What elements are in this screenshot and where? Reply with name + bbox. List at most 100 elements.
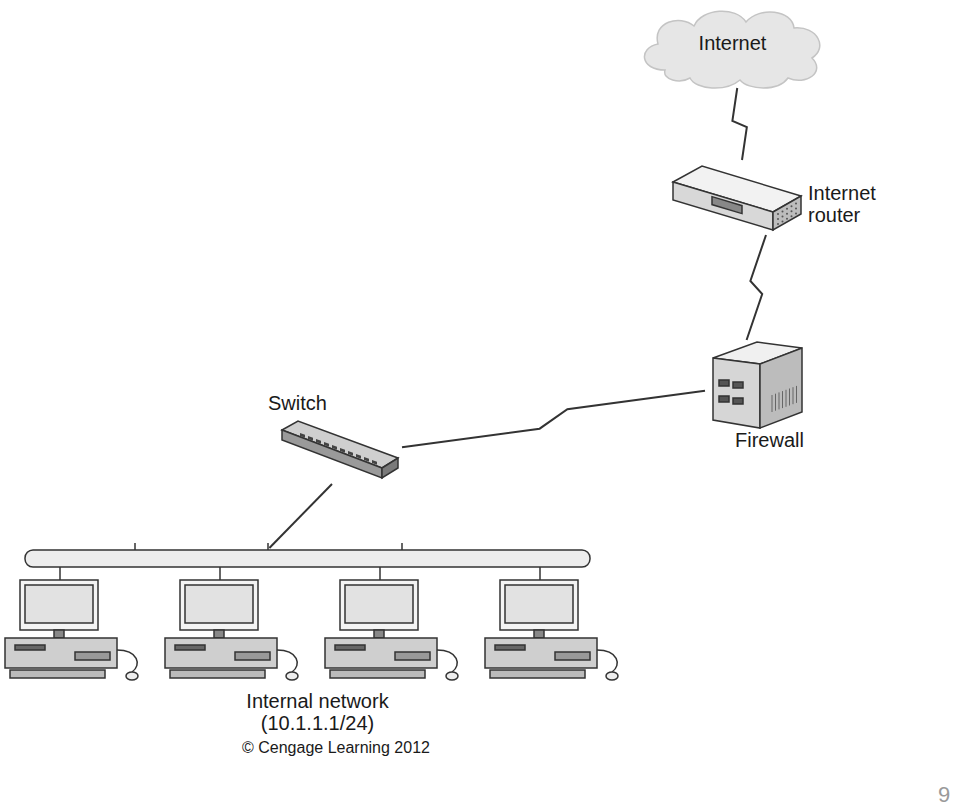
router-icon-part (673, 182, 773, 230)
internet-cloud: Internet (640, 8, 827, 88)
router-vents (777, 203, 797, 225)
switch-ports-part (332, 445, 337, 450)
network-segment: Internal network (10.1.1.1/24) (15, 548, 625, 740)
workstations-part (5, 567, 138, 680)
copyright-note: © Cengage Learning 2012 (242, 739, 430, 757)
router-vents-part (777, 218, 779, 220)
workstations-part-part (534, 630, 544, 638)
switch-node: Switch (262, 392, 402, 484)
workstations-part-part (185, 585, 253, 623)
network-bus (25, 543, 590, 567)
router-vents-part (782, 220, 784, 222)
workstations-part-part (500, 580, 578, 630)
switch-ports-part (324, 442, 329, 447)
switch-ports (300, 433, 377, 465)
workstations-part-part (495, 645, 525, 650)
workstations-part-part (505, 585, 573, 623)
network-link (402, 391, 705, 447)
switch-ports-part (300, 433, 305, 438)
network-link (732, 88, 746, 160)
firewall-node: Firewall (705, 340, 835, 458)
workstations-part-part (597, 650, 617, 672)
router-icon-part (773, 196, 801, 230)
workstations-part (325, 567, 458, 680)
workstations-part-part (117, 650, 137, 672)
workstations-part-part (20, 580, 98, 630)
workstations-part-part (59, 567, 61, 580)
router-vents-part (782, 210, 784, 212)
firewall-vents-part (786, 390, 787, 407)
workstations-part-part (165, 638, 277, 668)
switch-ports-part (348, 451, 353, 456)
workstations-part-part (395, 652, 430, 660)
node-label: Internal network (10.1.1.1/24) (210, 690, 425, 734)
firewall-icon-part (719, 396, 729, 402)
page-number: 9 (938, 782, 950, 808)
firewall-vents-part (772, 395, 773, 412)
firewall-icon-part (713, 358, 760, 428)
router-vents-part (791, 215, 793, 217)
router-vents-part (795, 208, 797, 210)
router-vents-part (795, 203, 797, 205)
workstations-part-part (325, 638, 437, 668)
firewall-icon (713, 342, 802, 428)
workstations-part-part (235, 652, 270, 660)
firewall-vents-part (775, 394, 776, 411)
workstations-part (165, 567, 298, 680)
workstations-part-part (5, 638, 117, 668)
workstations-part-part (286, 672, 298, 680)
router-vents-part (795, 213, 797, 215)
switch-icon (282, 421, 398, 478)
workstations-part-part (330, 670, 425, 678)
router-node: Internet router (670, 160, 910, 235)
switch-ports-part (308, 436, 313, 441)
network-bus-part (401, 543, 403, 550)
firewall-icon-part (733, 398, 743, 404)
switch-ports-part (316, 439, 321, 444)
firewall-icon-part (733, 382, 743, 388)
workstations-part-part (180, 580, 258, 630)
workstations-part-part (75, 652, 110, 660)
switch-ports-part (356, 454, 361, 459)
workstations (5, 567, 618, 680)
workstations-part-part (539, 567, 541, 580)
firewall-vents-part (779, 392, 780, 409)
firewall-vents-part (793, 387, 794, 404)
workstations-part (485, 567, 618, 680)
network-link (747, 235, 766, 340)
router-vents-part (777, 213, 779, 215)
switch-icon-part (382, 458, 398, 478)
router-vents-part (786, 218, 788, 220)
switch-ports-part (372, 460, 377, 465)
workstations-part-part (25, 585, 93, 623)
workstations-part-part (219, 567, 221, 580)
workstations-part-part (485, 638, 597, 668)
switch-ports-part (364, 457, 369, 462)
router-icon (673, 166, 801, 230)
router-vents-part (786, 213, 788, 215)
router-icon-part (712, 197, 742, 214)
firewall-vents-part (796, 386, 797, 403)
workstations-part-part (345, 585, 413, 623)
node-label: Internet (640, 32, 825, 54)
workstations-part-part (606, 672, 618, 680)
firewall-vents-part (789, 389, 790, 406)
node-label: Internet router (808, 182, 908, 226)
network-bus-part (267, 543, 269, 550)
workstations-part-part (214, 630, 224, 638)
workstations-part-part (335, 645, 365, 650)
firewall-icon-part (719, 380, 729, 386)
router-vents-part (791, 210, 793, 212)
switch-icon-part (282, 430, 382, 478)
firewall-vents-part (782, 391, 783, 408)
workstations-part-part (10, 670, 105, 678)
firewall-vents (772, 386, 797, 412)
router-vents-part (791, 205, 793, 207)
firewall-icon-part (760, 348, 802, 428)
workstations-part-part (54, 630, 64, 638)
network-bus-part (25, 550, 590, 567)
workstations-part-part (126, 672, 138, 680)
